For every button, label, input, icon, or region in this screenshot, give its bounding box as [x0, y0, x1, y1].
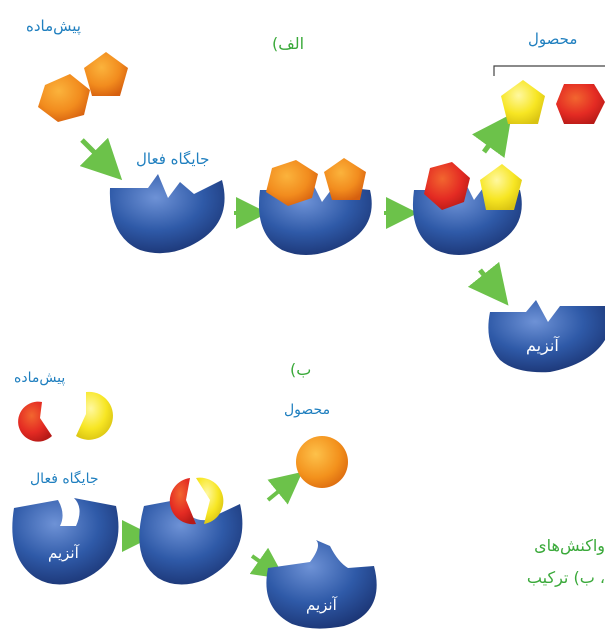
arrow-b2-to-free-enzyme [249, 547, 286, 580]
product-sphere-b [296, 436, 348, 488]
enzyme-shape-b1 [12, 498, 119, 585]
active-site-label-b: جایگاه فعال [30, 471, 99, 487]
product-hexagon-a [556, 84, 605, 124]
substrate-half-yellow [76, 391, 113, 440]
product-pentagon-a3 [480, 164, 522, 210]
product-hexagon-a3 [424, 162, 470, 210]
caption-line-1: واکنش‌های [534, 536, 605, 555]
enzyme-label-a: آنزیم [526, 336, 559, 355]
product-pentagon-a [501, 80, 545, 124]
enzyme-shape-a1 [109, 174, 225, 254]
arrow-a3-to-products [472, 113, 512, 158]
part-b-title: ب) [290, 360, 312, 379]
substrate-label-b: پیش‌ماده [14, 370, 66, 386]
product-label-a: محصول [528, 30, 578, 48]
bound-half-red [169, 478, 196, 525]
product-bracket [493, 65, 605, 76]
enzyme-shape-b-free [266, 540, 377, 629]
part-a-title: الف) [272, 34, 305, 53]
enzyme-label-b1: آنزیم [48, 544, 79, 562]
arrow-b2-to-product [266, 471, 303, 505]
active-site-label-a: جایگاه فعال [136, 150, 210, 168]
bound-half-yellow [196, 477, 224, 524]
substrate-label-a: پیش‌ماده [26, 17, 81, 35]
caption-line-2: ، ب) ترکیب [526, 568, 605, 587]
enzyme-shape-a-free [488, 300, 605, 373]
arrow-a3-to-free-enzyme [467, 261, 509, 306]
substrate-molecule-a [38, 52, 128, 122]
enzyme-shape-b2 [139, 500, 243, 585]
substrate-half-red [18, 401, 52, 442]
product-label-b: محصول [284, 402, 331, 418]
bound-substrate-a [266, 158, 366, 206]
arrow-substrate-to-enzyme-a [79, 137, 123, 181]
enzyme-label-b-free: آنزیم [306, 596, 337, 614]
